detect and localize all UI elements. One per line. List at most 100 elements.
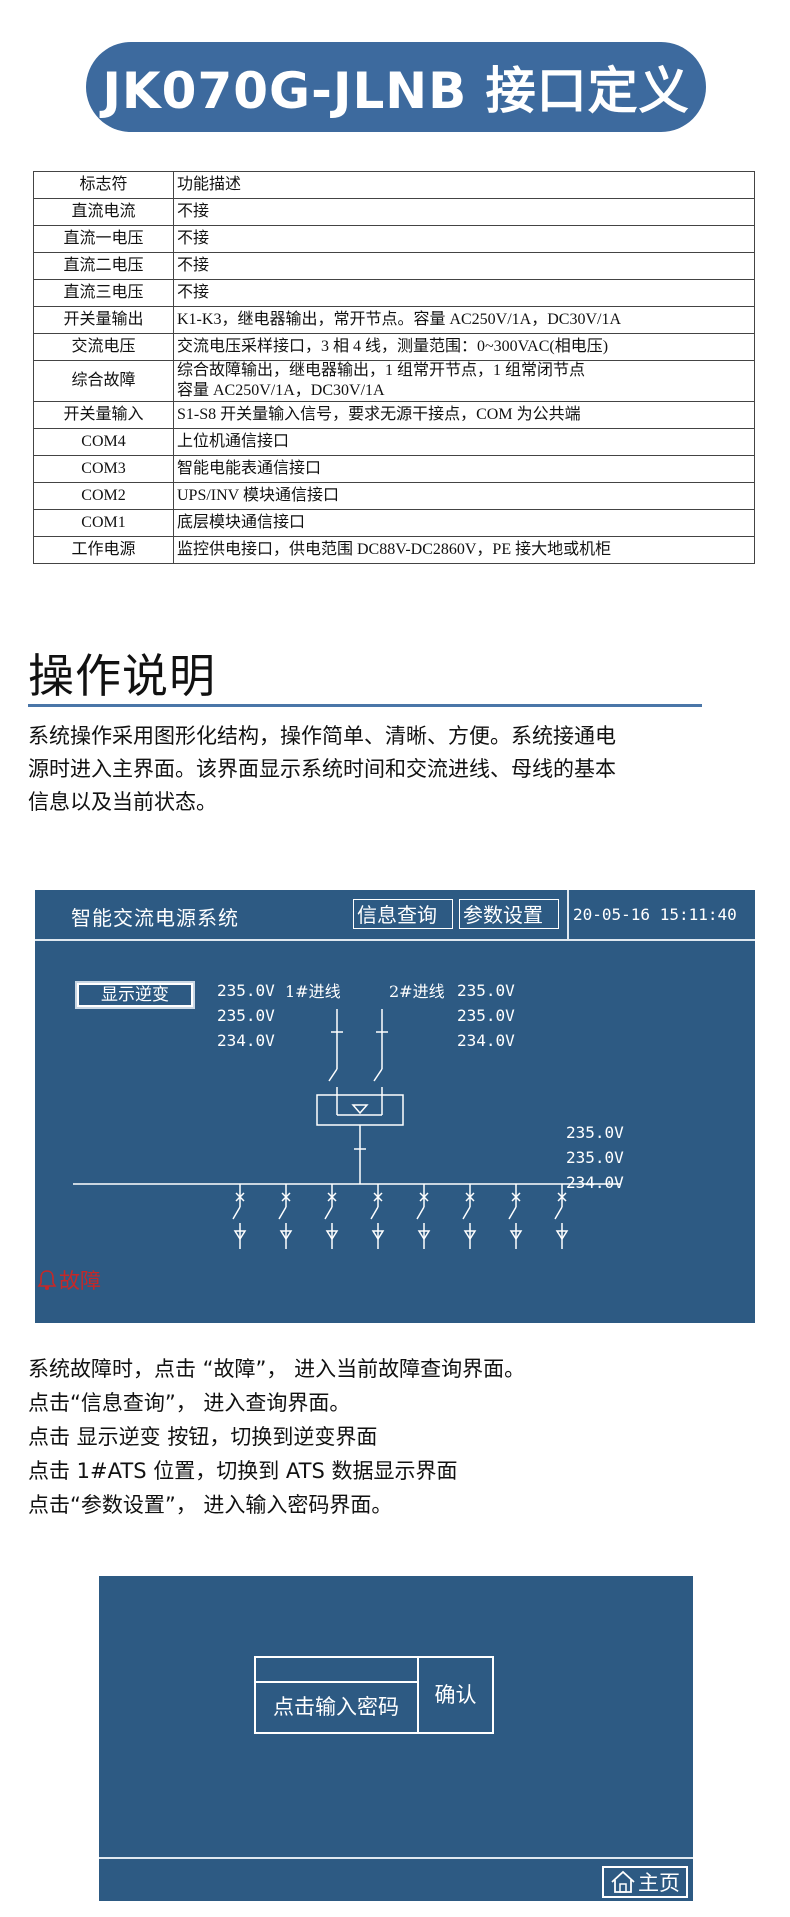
voltage-reading: 234.0V	[457, 1031, 515, 1050]
voltage-reading: 234.0V	[566, 1173, 624, 1192]
table-cell-value: 功能描述	[173, 171, 755, 199]
home-button[interactable]: 主页	[602, 1866, 688, 1898]
branch-feeder	[416, 1184, 431, 1249]
table-cell-key: COM4	[33, 428, 174, 456]
instruction-line: 系统故障时，点击 “故障”， 进入当前故障查询界面。	[28, 1357, 526, 1381]
table-cell-value: K1-K3，继电器输出，常开节点。容量 AC250V/1A，DC30V/1A	[173, 306, 755, 334]
table-row: 综合故障综合故障输出，继电器输出，1 组常开节点，1 组常闭节点容量 AC250…	[33, 360, 755, 402]
table-cell-key: 开关量输出	[33, 306, 174, 334]
heading-divider	[28, 704, 702, 707]
system-name: 智能交流电源系统	[71, 906, 239, 930]
branch-feeder	[462, 1184, 477, 1249]
ats-triangle	[351, 1104, 369, 1115]
intro-line: 信息以及当前状态。	[28, 790, 217, 814]
table-cell-key: COM1	[33, 509, 174, 537]
table-cell-key: 交流电压	[33, 333, 174, 361]
voltage-reading: 235.0V	[217, 981, 275, 1000]
main-screen-header	[35, 890, 755, 941]
password-dialog-divider	[254, 1681, 417, 1683]
table-row: 交流电压交流电压采样接口，3 相 4 线，测量范围：0~300VAC(相电压)	[33, 333, 755, 361]
table-cell-value: 综合故障输出，继电器输出，1 组常开节点，1 组常闭节点容量 AC250V/1A…	[173, 360, 755, 402]
branch-feeder	[554, 1184, 569, 1249]
voltage-reading: 234.0V	[217, 1031, 275, 1050]
voltage-reading: 235.0V	[457, 981, 515, 1000]
branch-feeder	[232, 1184, 247, 1249]
password-dialog	[254, 1656, 494, 1734]
table-cell-value: 底层模块通信接口	[173, 509, 755, 537]
operation-heading: 操作说明	[28, 649, 216, 703]
feeder2-label[interactable]: 2#进线	[389, 982, 445, 1001]
table-cell-key: 标志符	[33, 171, 174, 199]
table-cell-value: 监控供电接口，供电范围 DC88V-DC2860V，PE 接大地或机柜	[173, 536, 755, 564]
table-row: 直流电流不接	[33, 198, 755, 226]
table-cell-key: 开关量输入	[33, 401, 174, 429]
param-settings-button[interactable]: 参数设置	[459, 899, 559, 929]
info-query-button[interactable]: 信息查询	[353, 899, 453, 929]
table-cell-key: 直流电流	[33, 198, 174, 226]
table-cell-value: 不接	[173, 225, 755, 253]
bus-voltages: 235.0V 235.0V 234.0V	[566, 1120, 624, 1195]
branch-feeder	[278, 1184, 293, 1249]
single-line-diagram	[73, 1009, 621, 1249]
fault-label: 故障	[59, 1269, 101, 1293]
table-cell-key: 直流一电压	[33, 225, 174, 253]
home-icon	[611, 1870, 635, 1893]
table-cell-key: 综合故障	[33, 360, 174, 402]
feeder2-voltages: 235.0V 235.0V 234.0V	[457, 978, 515, 1053]
voltage-reading: 235.0V	[566, 1148, 624, 1167]
branch-feeder	[324, 1184, 339, 1249]
page-title: JK070G-JLNB 接口定义	[86, 42, 706, 132]
table-cell-line: 综合故障输出，继电器输出，1 组常开节点，1 组常闭节点	[177, 362, 586, 379]
branch-feeder	[370, 1184, 385, 1249]
feeder1-voltages: 235.0V 235.0V 234.0V	[217, 978, 275, 1053]
show-inverter-button[interactable]: 显示逆变	[75, 981, 195, 1009]
home-label: 主页	[638, 1871, 680, 1895]
table-cell-key: 直流二电压	[33, 252, 174, 280]
table-cell-key: 直流三电压	[33, 279, 174, 307]
feeder2-switch-blade	[373, 1068, 383, 1082]
header-separator	[567, 890, 569, 939]
instruction-line: 点击 显示逆变 按钮，切换到逆变界面	[28, 1425, 378, 1449]
table-row: 直流一电压不接	[33, 225, 755, 253]
table-cell-value: 不接	[173, 252, 755, 280]
feeder1-label[interactable]: 1#进线	[285, 982, 341, 1001]
instruction-line: 点击 1#ATS 位置，切换到 ATS 数据显示界面	[28, 1459, 458, 1483]
table-cell-key: 工作电源	[33, 536, 174, 564]
table-cell-value: 上位机通信接口	[173, 428, 755, 456]
confirm-button[interactable]: 确认	[434, 1683, 477, 1707]
fault-alarm[interactable]: 故障	[37, 1265, 101, 1295]
operation-instructions: 系统故障时，点击 “故障”， 进入当前故障查询界面。 点击“信息查询”， 进入查…	[28, 1352, 728, 1522]
password-input[interactable]: 点击输入密码	[273, 1695, 399, 1719]
intro-line: 系统操作采用图形化结构，操作简单、清晰、方便。系统接通电	[28, 724, 616, 748]
intro-line: 源时进入主界面。该界面显示系统时间和交流进线、母线的基本	[28, 757, 616, 781]
voltage-reading: 235.0V	[457, 1006, 515, 1025]
table-row: 直流三电压不接	[33, 279, 755, 307]
table-cell-value: 不接	[173, 279, 755, 307]
password-screen-mockup: 点击输入密码 确认 主页	[99, 1576, 693, 1901]
table-cell-line: 容量 AC250V/1A，DC30V/1A	[177, 382, 385, 399]
table-cell-key: COM2	[33, 482, 174, 510]
table-cell-value: UPS/INV 模块通信接口	[173, 482, 755, 510]
bell-icon	[37, 1270, 57, 1290]
system-datetime: 20-05-16 15:11:40	[573, 905, 737, 924]
branch-feeder	[508, 1184, 523, 1249]
table-row: 工作电源监控供电接口，供电范围 DC88V-DC2860V，PE 接大地或机柜	[33, 536, 755, 564]
table-row: 直流二电压不接	[33, 252, 755, 280]
main-screen-mockup: 智能交流电源系统 信息查询 参数设置 20-05-16 15:11:40 显示逆…	[35, 890, 755, 1323]
voltage-reading: 235.0V	[217, 1006, 275, 1025]
ats-box	[316, 1094, 404, 1126]
footer-divider	[99, 1857, 693, 1859]
table-cell-value: 交流电压采样接口，3 相 4 线，测量范围：0~300VAC(相电压)	[173, 333, 755, 361]
feeder1-switch-blade	[328, 1068, 338, 1082]
instruction-line: 点击“信息查询”， 进入查询界面。	[28, 1391, 351, 1415]
table-cell-value: 智能电能表通信接口	[173, 455, 755, 483]
table-cell-value: S1-S8 开关量输入信号，要求无源干接点，COM 为公共端	[173, 401, 755, 429]
password-dialog-split	[417, 1656, 419, 1734]
table-cell-key: COM3	[33, 455, 174, 483]
